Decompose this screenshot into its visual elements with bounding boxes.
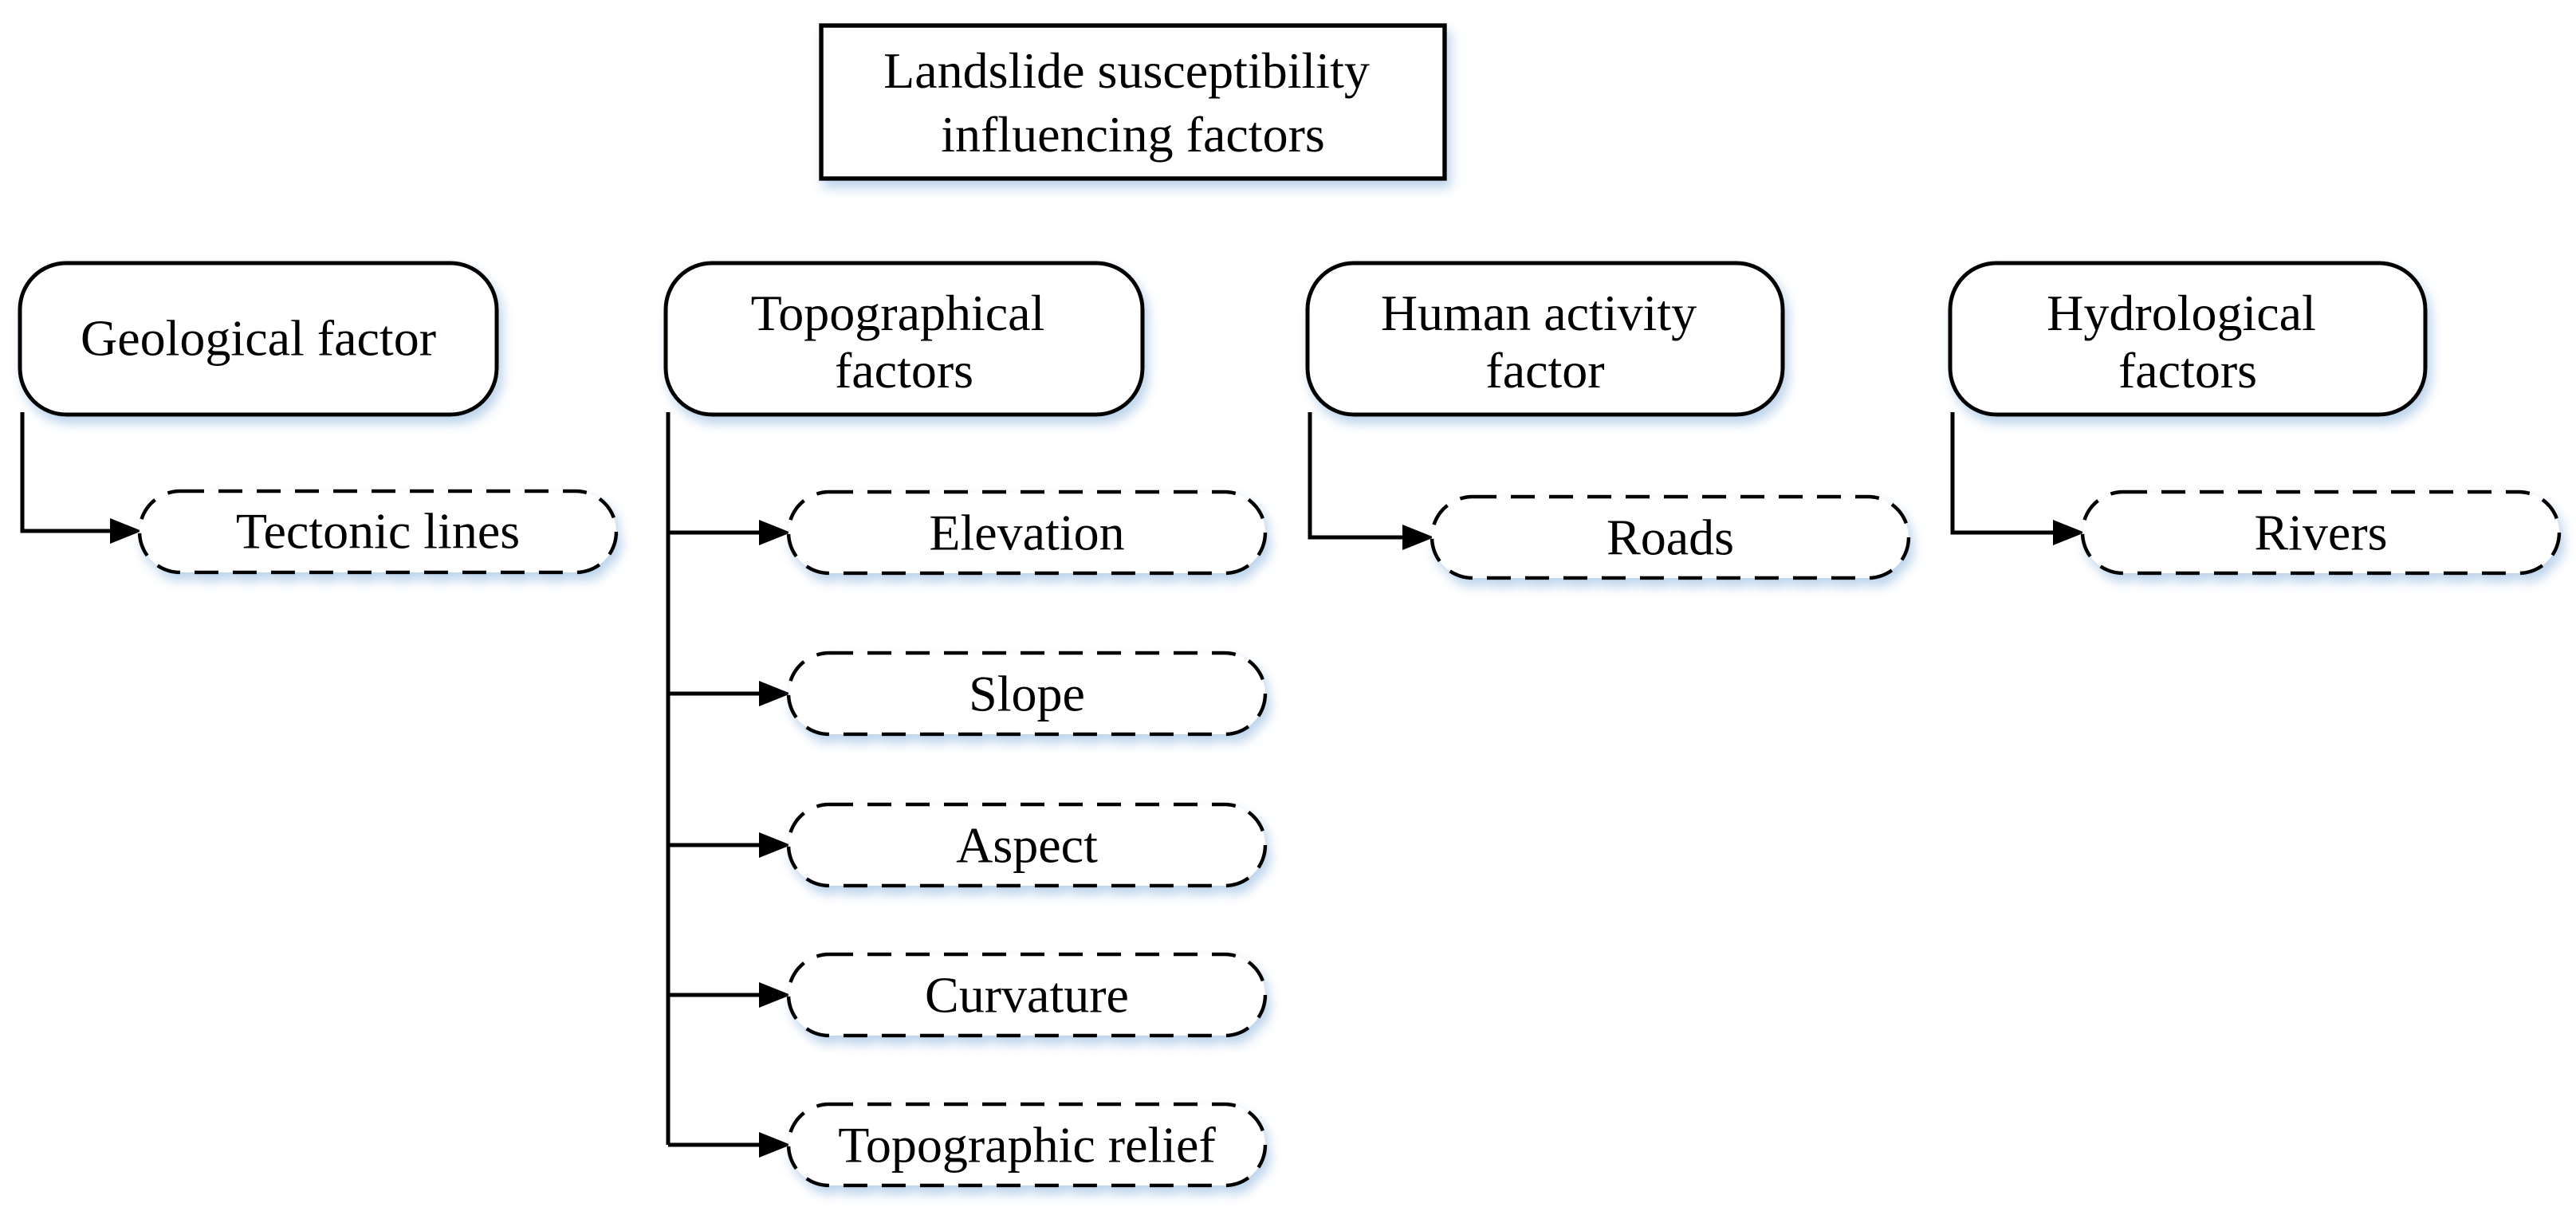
column-topographical: Topographical factors Elevation Slope As… bbox=[663, 261, 1268, 1188]
connector-line bbox=[1950, 412, 2053, 535]
arrowhead-icon bbox=[759, 982, 791, 1008]
parent-box-topographical-factors bbox=[663, 261, 1145, 417]
child-label-slope: Slope bbox=[969, 666, 1085, 722]
parent-box-hydrological-factors bbox=[1948, 261, 2428, 417]
parent-label-topographical-factors: Topographical factors bbox=[751, 285, 1058, 399]
arrowhead-icon bbox=[759, 520, 791, 545]
arrowhead-icon bbox=[110, 518, 142, 544]
child-box-slope bbox=[786, 651, 1268, 737]
column-geological: Geological factor Tectonic lines bbox=[18, 261, 619, 575]
arrowhead-icon bbox=[759, 1132, 791, 1158]
title-node: Landslide susceptibility influencing fac… bbox=[819, 23, 1447, 181]
child-label-curvature: Curvature bbox=[925, 967, 1129, 1024]
column-hydrological: Hydrological factors Rivers bbox=[1948, 261, 2562, 576]
arrowhead-icon bbox=[1402, 525, 1434, 550]
child-box-aspect bbox=[786, 802, 1268, 888]
parent-label-line-2: factor bbox=[1485, 342, 1604, 399]
child-box-tectonic-lines bbox=[137, 489, 619, 575]
title-line-2: influencing factors bbox=[941, 106, 1325, 163]
parent-box-geological-factor bbox=[18, 261, 499, 417]
connector-line bbox=[1308, 412, 1402, 540]
arrowhead-icon bbox=[759, 832, 791, 858]
arrowhead-icon bbox=[759, 681, 791, 706]
child-label-aspect: Aspect bbox=[956, 817, 1098, 874]
title-box bbox=[819, 23, 1447, 181]
child-label-roads: Roads bbox=[1607, 509, 1734, 566]
child-box-roads bbox=[1430, 494, 1911, 580]
child-box-topographic-relief bbox=[786, 1102, 1268, 1188]
title-line-1: Landslide susceptibility bbox=[883, 42, 1370, 99]
child-box-curvature bbox=[786, 952, 1268, 1038]
parent-label-line-2: factors bbox=[2118, 342, 2257, 399]
child-box-rivers bbox=[2080, 490, 2562, 576]
parent-label-geological-factor: Geological factor bbox=[81, 310, 436, 367]
child-label-rivers: Rivers bbox=[2254, 505, 2387, 561]
connector-line bbox=[20, 412, 110, 533]
child-label-topographic-relief: Topographic relief bbox=[838, 1117, 1216, 1174]
parent-label-line-1: Hydrological bbox=[2047, 285, 2316, 341]
parent-label-hydrological-factors: Hydrological factors bbox=[2047, 285, 2329, 399]
arrowhead-icon bbox=[2053, 520, 2085, 545]
parent-label-line-1: Topographical bbox=[751, 285, 1045, 341]
child-label-tectonic-lines: Tectonic lines bbox=[236, 503, 520, 560]
title-text: Landslide susceptibility influencing fac… bbox=[883, 42, 1382, 163]
child-box-elevation bbox=[786, 490, 1268, 576]
parent-label-line-1: Human activity bbox=[1381, 285, 1697, 341]
parent-label-line-2: factors bbox=[835, 342, 973, 399]
parent-label-human-activity-factor: Human activity factor bbox=[1381, 285, 1709, 399]
child-label-elevation: Elevation bbox=[929, 505, 1124, 561]
column-human-activity: Human activity factor Roads bbox=[1305, 261, 1911, 580]
parent-box-human-activity-factor bbox=[1305, 261, 1785, 417]
connector-line bbox=[666, 412, 759, 1147]
